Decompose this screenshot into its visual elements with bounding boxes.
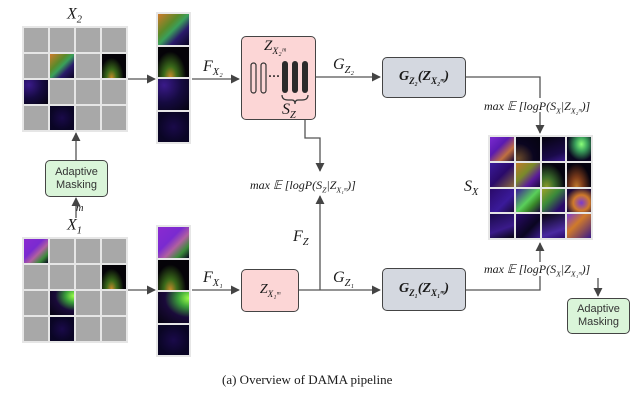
sx-reconstructed-patch bbox=[567, 162, 591, 187]
sx-reconstructed-patch bbox=[541, 188, 566, 213]
label-zx2: ZX₂ᵐ bbox=[264, 38, 286, 57]
visible-patches-x2 bbox=[156, 12, 191, 144]
arrow-top-to-sx bbox=[465, 76, 541, 98]
latent-box-z-x1: ZX₁ᵐ bbox=[241, 269, 299, 312]
token-empty bbox=[250, 62, 257, 94]
adaptive-masking-right: Adaptive Masking bbox=[567, 298, 630, 334]
brace-icon bbox=[281, 94, 309, 105]
x1-visible-patch bbox=[158, 324, 189, 355]
decoder-top-label: GZ₂(ZX₂ᵐ) bbox=[398, 69, 450, 86]
x1-visible-patch bbox=[158, 259, 189, 290]
x2-masked-patch bbox=[76, 54, 100, 78]
x1-masked-patch bbox=[50, 239, 74, 263]
x2-masked-patch bbox=[76, 80, 100, 104]
sx-reconstructed-patch bbox=[515, 137, 540, 161]
x2-visible-patch bbox=[24, 80, 48, 104]
x2-visible-patch bbox=[158, 14, 189, 45]
label-fx1: FX₁ bbox=[203, 269, 223, 290]
x1-masked-patch bbox=[76, 291, 100, 315]
x2-masked-patch bbox=[50, 28, 74, 52]
label-x2m: X2m bbox=[67, 0, 84, 26]
x1-masked-patch bbox=[76, 265, 100, 289]
token-filled bbox=[282, 61, 288, 93]
x2-visible-patch bbox=[158, 46, 189, 77]
label-sz: SZ bbox=[282, 101, 296, 122]
sx-reconstructed-patch bbox=[567, 137, 591, 161]
objective-bottom-right: max 𝔼 [logP(SX|ZX₁ᵐ)] bbox=[484, 262, 591, 279]
decoder-bottom-label: GZ₁(ZX₁ᵐ) bbox=[398, 281, 450, 298]
arrow-sz-down bbox=[304, 120, 325, 172]
token-filled bbox=[292, 61, 298, 93]
x1-masked-patch bbox=[76, 317, 100, 341]
x2-visible-patch bbox=[158, 79, 189, 110]
x1-masked-patch bbox=[50, 265, 74, 289]
x2-masked-patch bbox=[102, 80, 126, 104]
x2-masked-patch bbox=[76, 106, 100, 130]
x2-masked-patch bbox=[76, 28, 100, 52]
x2-visible-patch bbox=[102, 54, 126, 78]
label-sx: SX bbox=[464, 178, 479, 199]
x1-masked-patch bbox=[102, 239, 126, 263]
sx-reconstructed-patch bbox=[541, 214, 566, 238]
x2-visible-patch bbox=[50, 106, 74, 130]
x2-masked-patch bbox=[24, 106, 48, 130]
x2-visible-patch bbox=[158, 111, 189, 142]
x2-masked-patch bbox=[102, 106, 126, 130]
adaptive-masking-left: Adaptive Masking bbox=[45, 160, 108, 197]
x1-visible-patch bbox=[158, 292, 189, 323]
label-fx2: FX₂ bbox=[203, 58, 223, 79]
sx-reconstructed-patch bbox=[515, 188, 540, 213]
label-gz1: GZ₁ bbox=[333, 269, 354, 290]
sx-reconstructed-patch bbox=[490, 162, 514, 187]
x1-masked-patch bbox=[102, 317, 126, 341]
x1-masked-patch bbox=[24, 317, 48, 341]
x1-masked-patch bbox=[24, 291, 48, 315]
token-filled bbox=[302, 61, 308, 93]
x1-masked-patch bbox=[76, 239, 100, 263]
sx-reconstructed-patch bbox=[541, 162, 566, 187]
decoder-box-bottom: GZ₁(ZX₁ᵐ) bbox=[382, 268, 466, 311]
label-x1m: X1m bbox=[67, 203, 84, 237]
x2-masked-patch bbox=[24, 54, 48, 78]
sx-reconstructed-patch bbox=[567, 214, 591, 238]
token-empty bbox=[260, 62, 267, 94]
latent-tokens bbox=[250, 61, 309, 105]
decoder-box-top: GZ₂(ZX₂ᵐ) bbox=[382, 57, 466, 98]
x1-visible-patch bbox=[158, 227, 189, 258]
reconstructed-grid-sx bbox=[488, 135, 593, 240]
sx-reconstructed-patch bbox=[567, 188, 591, 213]
objective-middle: max 𝔼 [logP(SZ|ZX₁ᵐ)] bbox=[250, 178, 356, 195]
x2-masked-patch bbox=[50, 80, 74, 104]
x2-masked-patch bbox=[24, 28, 48, 52]
sx-reconstructed-patch bbox=[490, 137, 514, 161]
label-fz: FZ bbox=[293, 228, 309, 249]
visible-patches-x1 bbox=[156, 225, 191, 357]
latent-box-z-x2: ZX₂ᵐ ··· SZ bbox=[241, 36, 316, 122]
sx-reconstructed-patch bbox=[490, 188, 514, 213]
x1-visible-patch bbox=[50, 291, 74, 315]
masked-grid-x2 bbox=[22, 26, 128, 132]
ellipsis: ··· bbox=[268, 69, 281, 83]
sx-reconstructed-patch bbox=[541, 137, 566, 161]
label-zx1: ZX₁ᵐ bbox=[259, 282, 281, 299]
figure-caption: (a) Overview of DAMA pipeline bbox=[222, 372, 393, 387]
label-gz2: GZ₂ bbox=[333, 56, 354, 77]
x2-visible-patch bbox=[50, 54, 74, 78]
x1-visible-patch bbox=[50, 317, 74, 341]
sx-reconstructed-patch bbox=[490, 214, 514, 238]
objective-top-right: max 𝔼 [logP(SX|ZX₂ᵐ)] bbox=[484, 99, 591, 116]
x1-visible-patch bbox=[24, 239, 48, 263]
x2-masked-patch bbox=[102, 28, 126, 52]
masked-grid-x1 bbox=[22, 237, 128, 343]
x1-visible-patch bbox=[102, 265, 126, 289]
x1-masked-patch bbox=[24, 265, 48, 289]
sx-reconstructed-patch bbox=[515, 214, 540, 238]
sx-reconstructed-patch bbox=[515, 162, 540, 187]
x1-masked-patch bbox=[102, 291, 126, 315]
arrow-bottom-to-sx bbox=[465, 276, 541, 291]
